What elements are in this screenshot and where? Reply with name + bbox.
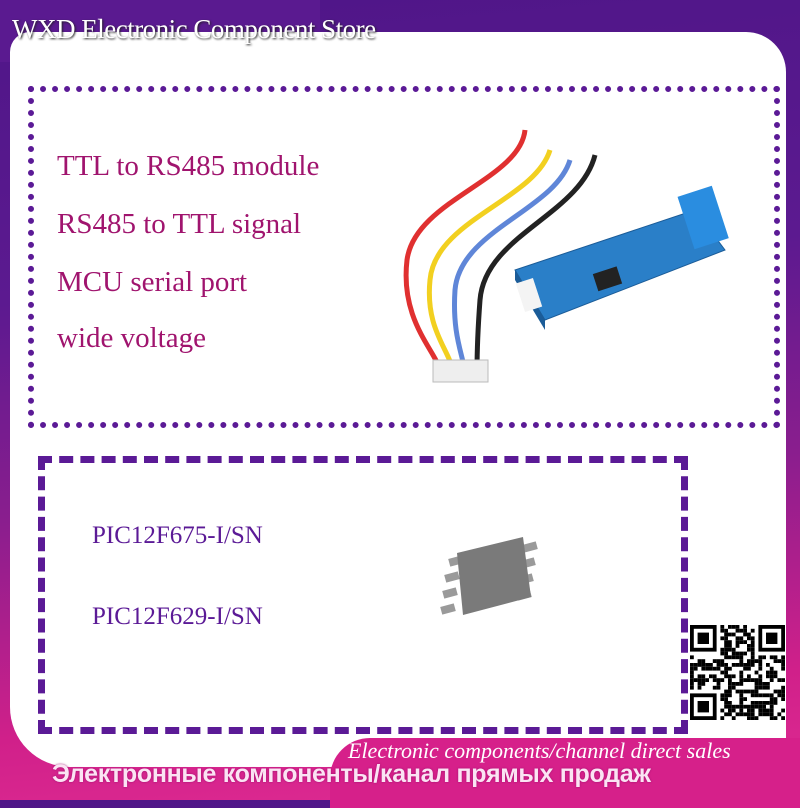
product-feature-box <box>28 86 780 428</box>
part-number-box <box>38 456 688 734</box>
feature-3: MCU serial port <box>57 266 248 298</box>
soic8-chip-photo-icon <box>440 537 538 615</box>
part-number-2: PIC12F629-I/SN <box>92 603 263 630</box>
feature-2: RS485 to TTL signal <box>57 208 302 240</box>
content-card <box>10 32 786 767</box>
feature-1: TTL to RS485 module <box>57 150 320 182</box>
part-number-1: PIC12F675-I/SN <box>92 522 263 549</box>
slogan-english: Electronic components/channel direct sal… <box>348 738 731 763</box>
store-title: WXD Electronic Component Store <box>12 14 376 44</box>
qr-code-icon <box>690 625 785 720</box>
feature-4: wide voltage <box>57 322 206 354</box>
footer-banner <box>330 738 800 808</box>
slogan-russian: Электронные компоненты/канал прямых прод… <box>52 760 651 788</box>
rs485-module-photo-icon <box>403 129 729 383</box>
